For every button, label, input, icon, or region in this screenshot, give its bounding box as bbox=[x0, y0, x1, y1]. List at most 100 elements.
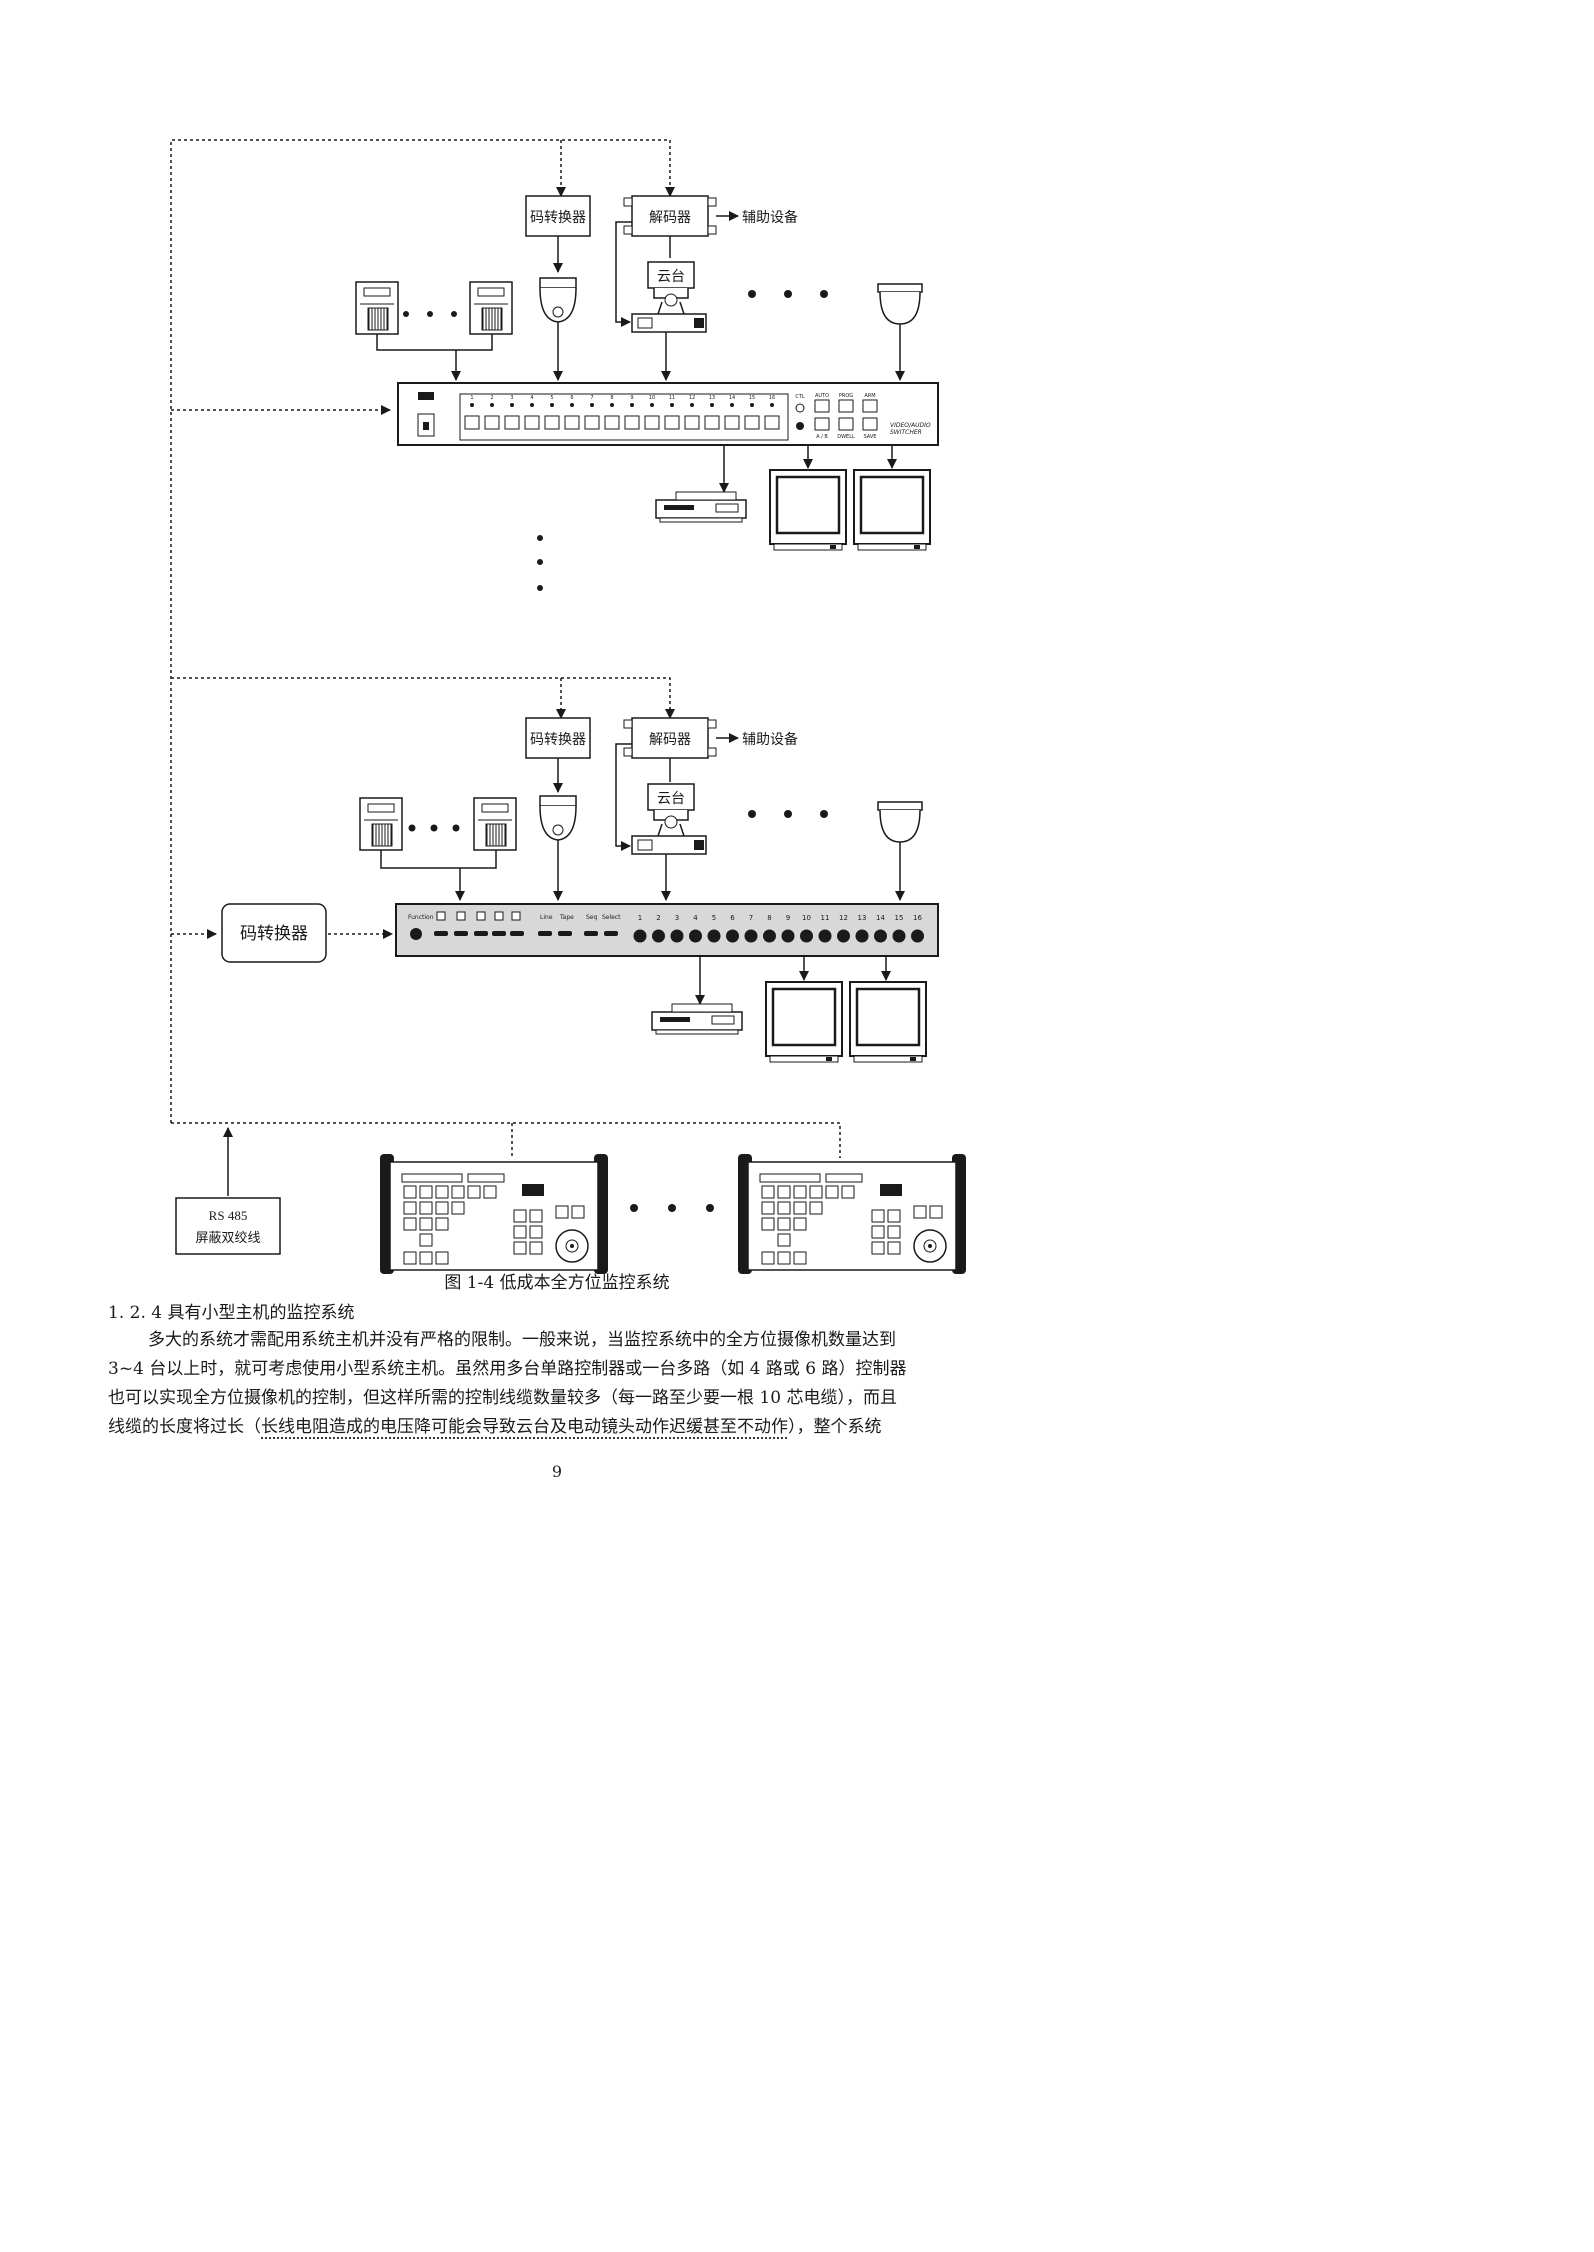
controller-channel-knob bbox=[874, 929, 887, 943]
bottom-aux-device-label: 辅助设备 bbox=[742, 731, 798, 748]
controller-channel-label: 12 bbox=[839, 914, 848, 922]
bottom-dome-camera bbox=[539, 795, 577, 841]
page-number: 9 bbox=[551, 1462, 563, 1481]
switcher-channel-label: 11 bbox=[669, 395, 675, 401]
controller-channel-knob bbox=[689, 929, 702, 943]
switcher-channel-button bbox=[644, 415, 660, 430]
controller-channel-knob bbox=[763, 929, 776, 943]
switcher-channel-button bbox=[704, 415, 720, 430]
switcher-channel-led bbox=[670, 403, 674, 407]
switcher-dwell-label: DWELL bbox=[837, 434, 855, 440]
section-title: 1. 2. 4 具有小型主机的监控系统 bbox=[108, 1303, 355, 1323]
controller-channel-knob bbox=[781, 929, 795, 943]
switcher-channel-button bbox=[564, 415, 580, 430]
controller-channel-knob bbox=[855, 929, 869, 943]
side-code-converter-label: 码转换器 bbox=[240, 924, 308, 944]
switcher-channel-led bbox=[590, 403, 594, 407]
controller-channel-label: 9 bbox=[786, 914, 790, 922]
controller-channel-knob bbox=[818, 929, 832, 943]
switcher-channel-label: 6 bbox=[570, 395, 573, 401]
switcher-channel-label: 10 bbox=[649, 395, 655, 401]
top-code-converter: 码转换器 bbox=[525, 195, 591, 237]
switcher-channel-button bbox=[724, 415, 740, 430]
switcher-channel-label: 13 bbox=[709, 395, 715, 401]
controller-channel-label: 15 bbox=[895, 914, 904, 922]
bottom-decoder-label: 解码器 bbox=[649, 732, 691, 748]
controller-channel-label: 11 bbox=[821, 914, 830, 922]
controller-channel-label: 3 bbox=[675, 914, 679, 922]
top-vcr bbox=[655, 491, 747, 523]
top-ellipsis-cameras bbox=[748, 290, 828, 298]
bottom-ellipsis-terminals bbox=[408, 824, 460, 832]
switcher-channel-label: 16 bbox=[769, 395, 775, 401]
controller-channel-label: 16 bbox=[913, 914, 922, 922]
bottom-pan-tilt: 云台 bbox=[631, 783, 707, 855]
switcher-channel-led bbox=[530, 403, 534, 407]
switcher-channel-label: 12 bbox=[689, 395, 695, 401]
keyboard-controller-2 bbox=[737, 1153, 967, 1275]
bottom-ceiling-dome bbox=[877, 801, 923, 843]
switcher-prog-label: PROG bbox=[839, 393, 853, 399]
switcher-channel-led bbox=[690, 403, 694, 407]
controller-channel-label: 7 bbox=[749, 914, 753, 922]
switcher-save-label: SAVE bbox=[864, 434, 877, 440]
top-pan-tilt-label: 云台 bbox=[657, 269, 685, 285]
switcher-channel-button bbox=[584, 415, 600, 430]
switcher-ctl-label: CTL bbox=[795, 394, 805, 400]
para-line-3: 也可以实现全方位摄像机的控制，但这样所需的控制线缆数量较多（每一路至少要一根 1… bbox=[108, 1388, 897, 1408]
controller-channel-label: 5 bbox=[712, 914, 716, 922]
side-code-converter: 码转换器 bbox=[221, 903, 327, 963]
top-monitor-2 bbox=[852, 468, 932, 552]
switcher-channel-led bbox=[750, 403, 754, 407]
switcher-channel-led bbox=[610, 403, 614, 407]
switcher-channel-label: 4 bbox=[530, 395, 533, 401]
controller-channel-knob bbox=[670, 929, 684, 943]
bottom-pan-tilt-label: 云台 bbox=[657, 791, 685, 807]
twisted-pair-label: 屏蔽双绞线 bbox=[195, 1230, 260, 1246]
switcher-channel-led bbox=[510, 403, 514, 407]
switcher-channel-button bbox=[764, 415, 780, 430]
top-decoder: 解码器 bbox=[623, 195, 717, 237]
controller-channel-knob bbox=[892, 929, 906, 943]
controller-channel-label: 1 bbox=[638, 914, 642, 922]
switcher-channel-button bbox=[604, 415, 620, 430]
switcher-channel-button bbox=[684, 415, 700, 430]
controller-channel-knob bbox=[652, 929, 665, 943]
switcher-channel-label: 3 bbox=[510, 395, 513, 401]
switcher-auto-label: AUTO bbox=[815, 393, 829, 399]
switcher-channel-led bbox=[570, 403, 574, 407]
switcher-channel-label: 7 bbox=[590, 395, 593, 401]
switcher-channel-button bbox=[744, 415, 760, 430]
switcher-channel-button bbox=[664, 415, 680, 430]
top-terminal-2 bbox=[469, 281, 513, 335]
para-line-4-suffix: ），整个系统 bbox=[788, 1417, 882, 1437]
bottom-monitor-1 bbox=[764, 980, 844, 1064]
bottom-terminal-1 bbox=[359, 797, 403, 851]
switcher-channel-button bbox=[524, 415, 540, 430]
switcher-channel-label: 1 bbox=[470, 395, 473, 401]
switcher-brand-line2: SWITCHER bbox=[890, 429, 922, 436]
rs485-cable-box: RS 485 屏蔽双绞线 bbox=[175, 1197, 281, 1255]
controller-channel-label: 4 bbox=[693, 914, 698, 922]
para-line-4-prefix: 线缆的长度将过长（ bbox=[108, 1417, 261, 1437]
para-line-4-emphasis: 长线电阻造成的电压降可能会导致云台及电动镜头动作迟缓甚至不动作 bbox=[261, 1417, 788, 1437]
switcher-channel-led bbox=[650, 403, 654, 407]
top-aux-device-label: 辅助设备 bbox=[742, 209, 798, 226]
switcher-channel-led bbox=[490, 403, 494, 407]
top-code-converter-label: 码转换器 bbox=[530, 209, 586, 226]
switcher-channel-label: 8 bbox=[610, 395, 613, 401]
switcher-channel-led bbox=[550, 403, 554, 407]
controller-channel-knob bbox=[911, 929, 924, 943]
bottom-ellipsis-cameras bbox=[748, 810, 828, 818]
bottom-monitor-2 bbox=[848, 980, 928, 1064]
switcher-channel-led bbox=[630, 403, 634, 407]
top-dome-camera bbox=[539, 277, 577, 323]
body-paragraph: 多大的系统才需配用系统主机并没有严格的限制。一般来说，当监控系统中的全方位摄像机… bbox=[108, 1326, 1004, 1442]
vertical-ellipsis bbox=[537, 535, 543, 591]
keyboard-controller-1 bbox=[379, 1153, 609, 1275]
controller-channel-label: 8 bbox=[767, 914, 771, 922]
switcher-channel-label: 15 bbox=[749, 395, 755, 401]
rs485-label: RS 485 bbox=[209, 1208, 248, 1223]
controller-channel-knob bbox=[726, 929, 739, 943]
